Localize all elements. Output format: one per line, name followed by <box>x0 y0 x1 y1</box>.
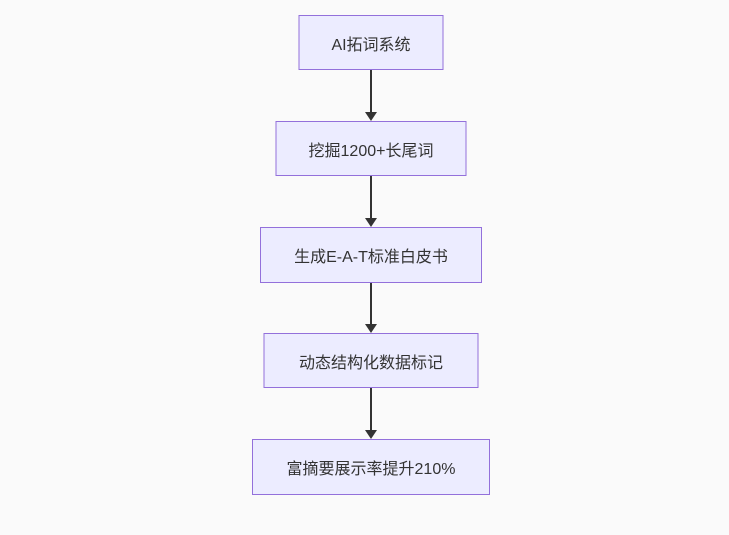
node-longtail-mining: 挖掘1200+长尾词 <box>275 121 467 176</box>
node-label: 生成E-A-T标准白皮书 <box>294 249 448 266</box>
arrowhead-down-icon <box>365 430 377 439</box>
flow-arrow-3 <box>365 283 377 333</box>
arrow-line <box>370 388 372 431</box>
flow-arrow-4 <box>365 388 377 439</box>
node-label: 富摘要展示率提升210% <box>286 461 456 478</box>
flow-arrow-1 <box>365 70 377 121</box>
arrowhead-down-icon <box>365 112 377 121</box>
node-structured-data-markup: 动态结构化数据标记 <box>263 333 479 388</box>
arrow-line <box>370 70 372 113</box>
flow-arrow-2 <box>365 176 377 227</box>
arrow-line <box>370 176 372 219</box>
node-label: AI拓词系统 <box>331 36 411 54</box>
node-label: 动态结构化数据标记 <box>298 354 443 372</box>
arrowhead-down-icon <box>365 218 377 227</box>
arrow-line <box>370 283 372 325</box>
node-rich-snippet-result: 富摘要展示率提升210% <box>252 439 490 495</box>
node-eat-whitepaper: 生成E-A-T标准白皮书 <box>260 227 482 283</box>
node-label: 挖掘1200+长尾词 <box>308 142 434 160</box>
node-ai-keyword-system: AI拓词系统 <box>298 15 444 70</box>
arrowhead-down-icon <box>365 324 377 333</box>
